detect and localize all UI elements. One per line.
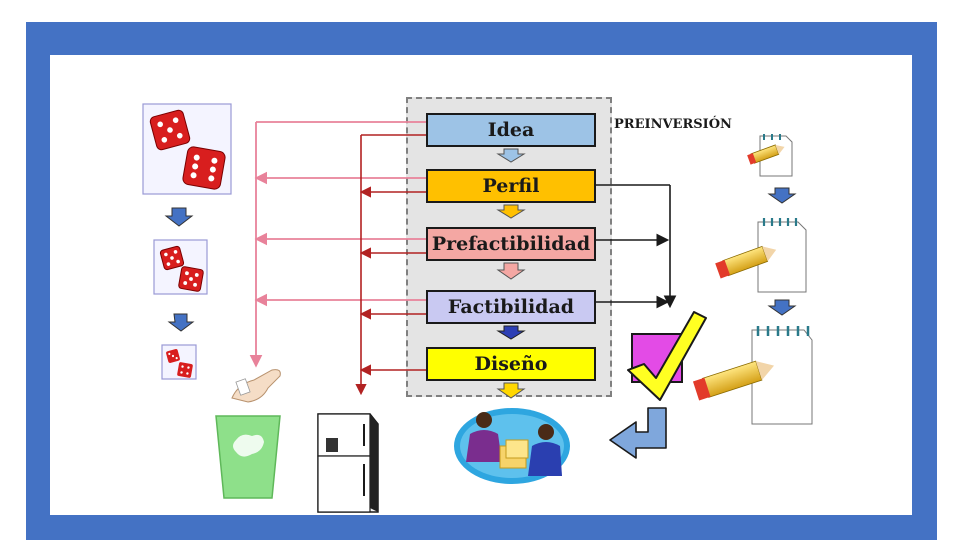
dice-icon [161,344,197,380]
frame-top-margin [0,0,960,22]
advance-arrows [596,184,677,309]
down-arrow-icon [767,299,797,316]
stage-perfil: Perfil [426,169,596,203]
frame-bottom [0,515,960,540]
stage-flow-arrows [496,148,526,399]
return-arrow-icon [609,407,667,459]
down-arrow-icon [496,325,526,340]
down-arrow-icon [767,187,797,204]
down-arrow-icon [496,262,526,280]
down-arrow-icon [496,204,526,219]
down-arrow-icon [496,382,526,399]
down-arrow-icon [496,148,526,163]
stage-diseno: Diseño [426,347,596,381]
discard-arrows [249,121,426,368]
stage-factibilidad: Factibilidad [426,290,596,324]
store-arrows [355,134,426,396]
hand-icon [231,369,281,403]
down-arrow-icon [167,313,195,332]
recycle-bin-icon [215,415,281,499]
frame-right-margin [937,0,960,540]
refrigerator-icon [317,413,379,513]
dice-icon [142,103,232,195]
dice-icon [153,239,208,295]
notepad-pencil-icon [692,326,813,425]
notepad-pencil-icon [715,218,807,293]
stage-idea: Idea [426,113,596,147]
checkmark-icon [627,311,707,401]
notepad-pencil-icon [747,134,793,177]
frame-left-margin [0,0,26,540]
meeting-people-icon [454,408,570,484]
down-arrow-icon [164,207,194,227]
stage-prefactibilidad: Prefactibilidad [426,227,596,261]
phase-label: PREINVERSIÓN [614,117,732,132]
